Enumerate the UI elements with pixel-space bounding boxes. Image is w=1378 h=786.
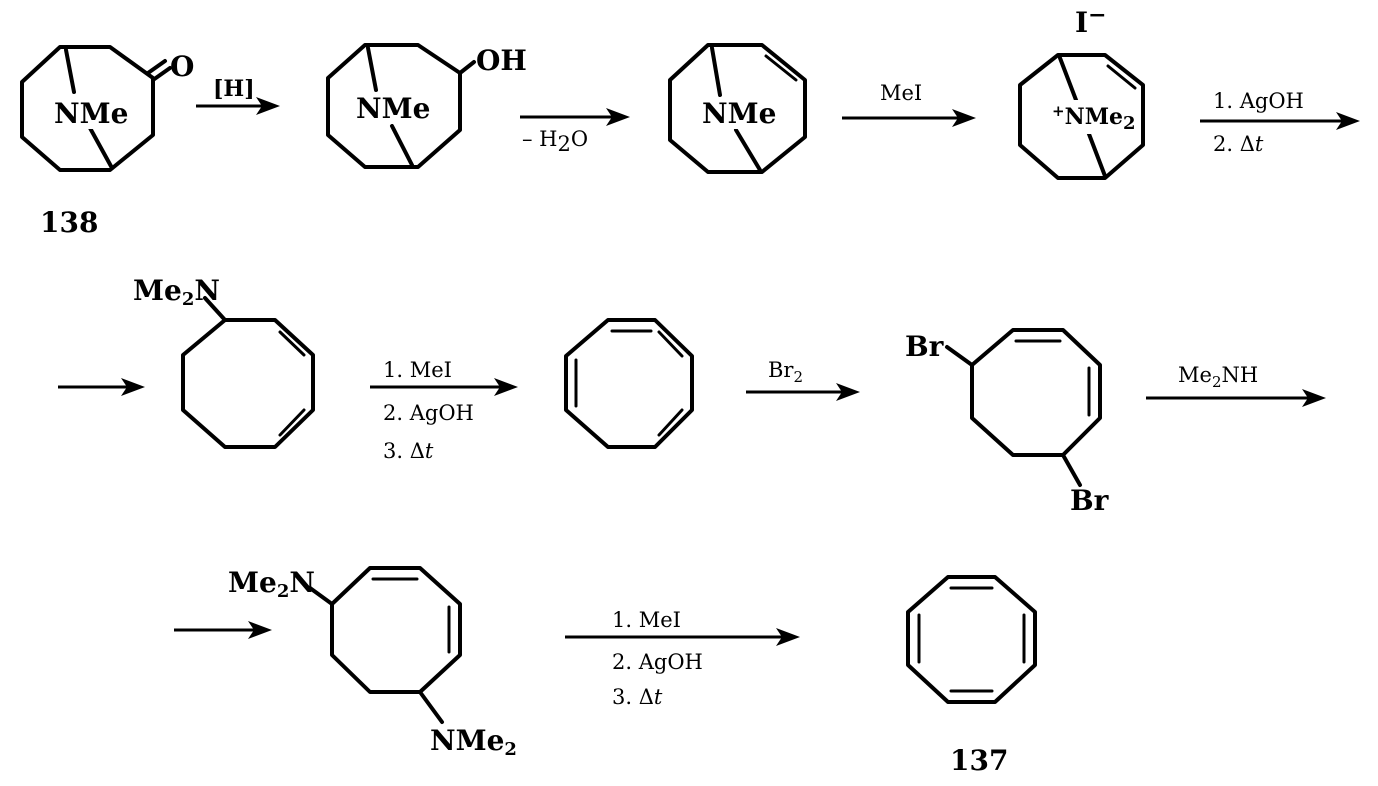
- compound-cyclooctatriene: [564, 318, 694, 449]
- ring-amine-diene: [181, 318, 315, 449]
- compound-alkene: NMe: [668, 43, 807, 174]
- reagent-line-2: 2. AgOH: [612, 650, 703, 674]
- reagent-line-1: 1. MeI: [383, 358, 452, 382]
- reagent-bromine: Br2: [768, 358, 803, 386]
- dimethylamino-group-lower: NMe2: [430, 724, 517, 760]
- reagent-line-1: 1. MeI: [612, 608, 681, 632]
- ring-triene: [564, 318, 694, 449]
- carbonyl-bond-double: [146, 59, 167, 75]
- reagent-dehydration: – H2O: [522, 127, 588, 156]
- iodide-counterion: I−: [1075, 2, 1107, 39]
- arrow-step-elimination-2: 1. MeI 2. AgOH 3. Δt: [370, 358, 518, 463]
- reagent-line-2: 2. Δt: [1213, 132, 1264, 156]
- bromine-bond-upper: [945, 345, 974, 367]
- ring-diamine: [330, 566, 462, 694]
- dimethylamino-group: Me2N: [133, 274, 220, 310]
- compound-label-138: 138: [40, 206, 98, 239]
- reagent-line-3: 3. Δt: [383, 439, 434, 463]
- dimethylamino-group-upper: Me2N: [228, 566, 315, 602]
- nitrogen-bridge-lower: [88, 126, 114, 170]
- double-bond-inner: [1106, 64, 1137, 90]
- arrow-step-methylation: MeI: [842, 81, 976, 127]
- arrow-continuation-row-2: [58, 378, 145, 396]
- nmethyl-group: NMe: [356, 92, 430, 125]
- double-bond-4: [657, 408, 684, 437]
- amine-bond-upper: [308, 586, 334, 606]
- ring-alkene: [668, 43, 807, 174]
- double-bond-inner: [764, 54, 798, 82]
- compound-amino-cyclooctadiene: Me2N: [133, 274, 315, 449]
- arrow-step-dehydration: – H2O: [520, 108, 630, 156]
- compound-alcohol: NMe OH: [326, 43, 527, 169]
- hydroxyl-bond: [458, 60, 476, 75]
- compound-138: NMe O 138: [20, 45, 194, 239]
- amine-bond-lower: [418, 690, 444, 724]
- double-bond-lower: [278, 408, 306, 437]
- nitrogen-bridge-upper: [366, 46, 378, 92]
- reagent-line-2: 2. AgOH: [383, 401, 474, 425]
- arrow-step-amination: Me2NH: [1146, 363, 1326, 407]
- ring-cyclooctatetraene: [906, 575, 1037, 704]
- reagent-line-3: 3. Δt: [612, 685, 663, 709]
- ring-alcohol: [326, 43, 462, 169]
- ammonium-group: +NMe2: [1052, 102, 1136, 134]
- compound-137: 137: [906, 575, 1037, 777]
- bromine-atom-upper: Br: [905, 330, 945, 363]
- compound-ammonium-salt: +NMe2 I−: [1018, 2, 1145, 180]
- arrow-step-elimination-1: 1. AgOH 2. Δt: [1200, 89, 1360, 156]
- reagent-reduction: [H]: [213, 76, 255, 102]
- arrow-continuation-row-3: [174, 621, 272, 639]
- hydroxyl-group: OH: [476, 44, 527, 77]
- bromine-bond-lower: [1061, 453, 1082, 487]
- compound-label-137: 137: [950, 744, 1008, 777]
- nmethyl-group: NMe: [54, 97, 128, 130]
- arrow-step-elimination-3: 1. MeI 2. AgOH 3. Δt: [565, 608, 800, 709]
- arrow-step-reduction: [H]: [196, 76, 280, 115]
- carbonyl-oxygen: O: [170, 50, 194, 83]
- double-bond-3: [657, 330, 684, 358]
- nmethyl-group: NMe: [702, 97, 776, 130]
- arrow-step-bromination: Br2: [746, 358, 860, 401]
- compound-diamine: Me2N NMe2: [228, 566, 517, 760]
- ring-138: [20, 45, 155, 172]
- nitrogen-bridge-lower: [390, 124, 414, 167]
- amine-bond: [203, 296, 227, 322]
- nitrogen-bridge-lower: [734, 128, 762, 172]
- compound-dibromide: Br Br: [905, 328, 1110, 517]
- reagent-methyl-iodide: MeI: [880, 81, 922, 105]
- double-bond-upper: [278, 330, 306, 357]
- carbonyl-bond: [151, 66, 172, 82]
- reagent-dimethylamine: Me2NH: [1178, 363, 1258, 391]
- reagent-line-1: 1. AgOH: [1213, 89, 1304, 113]
- ring-salt: [1018, 53, 1145, 180]
- nitrogen-bridge-upper: [64, 48, 76, 94]
- ring-dibromide: [970, 328, 1102, 457]
- nitrogen-bridge-upper: [710, 46, 722, 97]
- bromine-atom-lower: Br: [1070, 484, 1110, 517]
